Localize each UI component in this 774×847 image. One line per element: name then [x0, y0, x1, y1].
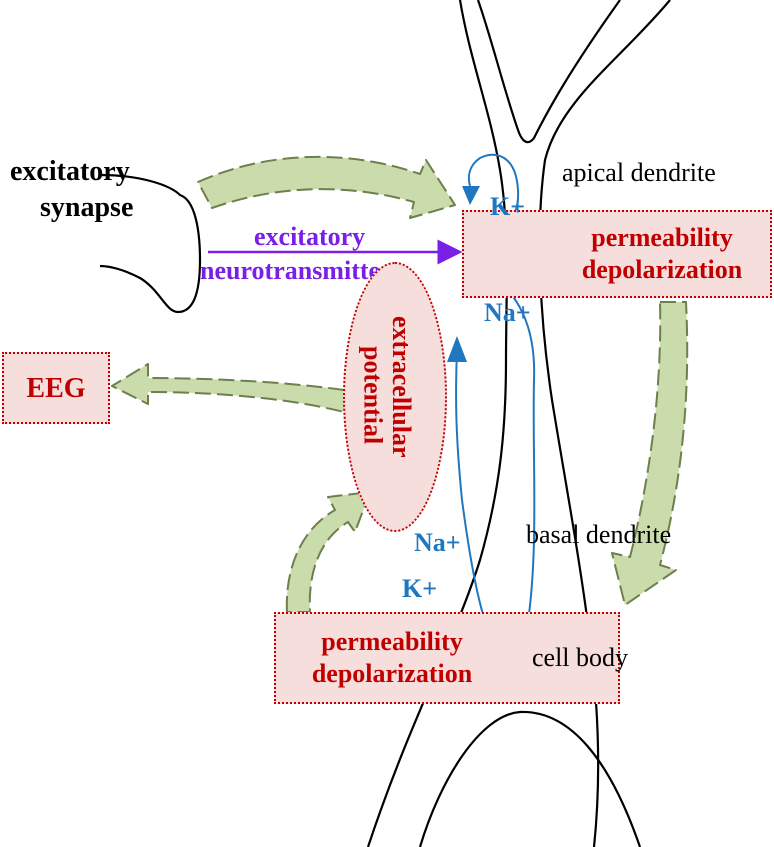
- wide-green-dashed-arrow-icon: [197, 155, 456, 219]
- bottom-box-line-1: permeability: [321, 626, 463, 656]
- neurotransmitter-label: excitatory neurotransmitter: [200, 224, 392, 284]
- bottom-box-line-2: depolarization: [311, 659, 473, 688]
- top-box-line-2: depolarization: [581, 255, 743, 284]
- synapse-line-1: excitatory: [10, 156, 130, 187]
- extracellular-potential-label: extracellular potential: [358, 316, 417, 458]
- neurotransmitter-line-1: excitatory: [254, 222, 366, 251]
- extracellular-potential-ellipse: [343, 262, 447, 532]
- wide-green-dashed-arrow-icon: [111, 363, 345, 413]
- excitatory-synapse-label: excitatory synapse: [10, 158, 133, 222]
- eeg-box: EEG: [2, 352, 110, 424]
- wide-green-dashed-arrow-icon: [611, 301, 689, 606]
- ion-na-top-label: Na+: [484, 298, 531, 327]
- top-box-line-1: permeability: [591, 222, 733, 252]
- ion-na-bottom-label: Na+: [414, 528, 461, 557]
- extracellular-line-1: extracellular: [387, 316, 417, 458]
- ion-k-bottom-label: K+: [402, 574, 438, 603]
- cell-body-label: cell body: [532, 643, 629, 672]
- extracellular-line-2: potential: [358, 346, 388, 445]
- eeg-label: EEG: [26, 372, 86, 404]
- wide-green-dashed-arrow-icon: [285, 491, 371, 613]
- basal-dendrite-label: basal dendrite: [526, 520, 672, 549]
- ion-k-top-label: K+: [490, 192, 526, 221]
- ion-arrowhead-k: [462, 186, 480, 205]
- top-permeability-box: permeability depolarization: [462, 210, 772, 298]
- neurotransmitter-line-2: neurotransmitter: [200, 256, 392, 285]
- synapse-line-2: synapse: [40, 192, 134, 223]
- apical-dendrite-label: apical dendrite: [562, 158, 716, 187]
- ion-arrowhead-na: [447, 336, 467, 362]
- bottom-permeability-box: permeability depolarization: [274, 612, 620, 704]
